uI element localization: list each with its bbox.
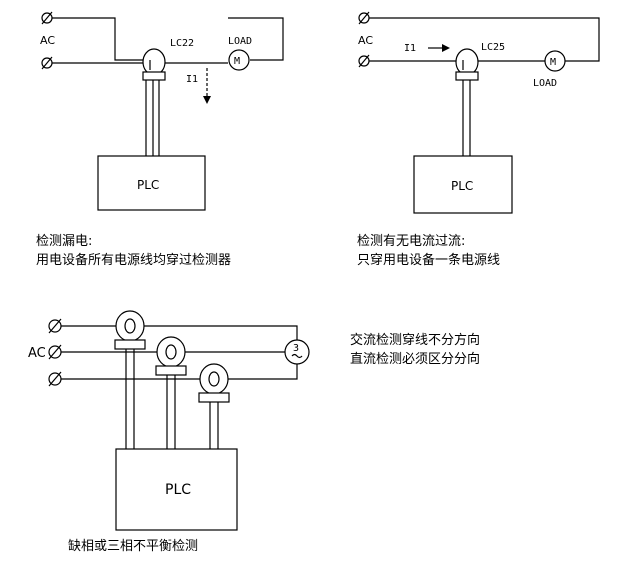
phase-wire-l1 (61, 325, 298, 341)
plc-label: PLC (165, 482, 191, 498)
current-arrow (428, 44, 450, 52)
ac-label: AC (358, 34, 373, 47)
load-label: LOAD (533, 78, 557, 89)
sensor-label: LC25 (481, 42, 505, 53)
plc-box (97, 155, 206, 211)
terminal-l3 (48, 371, 62, 387)
caption-diagram-2: 检测有无电流过流: 只穿用电设备一条电源线 (357, 232, 500, 270)
diagram-overcurrent-detection: AC I1 LC25 M LOAD PLC (358, 11, 600, 214)
ac-label: AC (28, 346, 46, 361)
wire-top (369, 17, 600, 62)
current-label: I1 (186, 74, 198, 85)
plc-label: PLC (137, 178, 159, 192)
note-line: 交流检测穿线不分方向 (350, 333, 481, 348)
terminal-l1 (48, 318, 62, 334)
terminal-2 (358, 54, 370, 68)
motor-symbol: M (234, 56, 240, 67)
caption-line: 检测有无电流过流: (357, 234, 466, 249)
leakage-current-arrow (203, 68, 211, 104)
diagram-phase-loss-detection: AC 3 (28, 310, 310, 531)
side-note: 交流检测穿线不分方向 直流检测必须区分分向 (350, 331, 480, 369)
terminal-1 (41, 11, 53, 25)
caption-line: 只穿用电设备一条电源线 (357, 253, 501, 268)
motor-load: M (544, 50, 566, 72)
wire-top (52, 17, 160, 61)
plc-box (115, 448, 238, 531)
diagram-leakage-detection: AC LC22 M LOAD I1 PLC (40, 11, 284, 211)
motor-load: M (228, 49, 250, 71)
motor-symbol: M (550, 57, 556, 68)
current-label: I1 (404, 43, 416, 54)
terminal-l2 (48, 344, 62, 360)
load-label: LOAD (228, 36, 252, 47)
caption-diagram-3: 缺相或三相不平衡检测 (68, 537, 198, 556)
terminal-2 (41, 56, 53, 70)
current-sensor-lc22 (142, 48, 166, 81)
current-sensor-lc25 (455, 48, 479, 81)
current-sensor-phase-1 (114, 310, 146, 350)
plc-box (413, 155, 513, 214)
current-sensor-phase-3 (198, 363, 230, 403)
motor-symbol: 3 (293, 343, 299, 354)
caption-line: 缺相或三相不平衡检测 (68, 539, 199, 554)
three-phase-motor: 3 (284, 339, 310, 365)
terminal-1 (358, 11, 370, 25)
caption-line: 用电设备所有电源线均穿过检测器 (36, 253, 232, 268)
ac-label: AC (40, 34, 55, 47)
sensor-label: LC22 (170, 38, 194, 49)
note-line: 直流检测必须区分分向 (350, 352, 481, 367)
phase-wire-l3 (61, 364, 298, 380)
plc-label: PLC (451, 179, 473, 193)
wire-load-return (228, 17, 284, 61)
caption-diagram-1: 检测漏电: 用电设备所有电源线均穿过检测器 (36, 232, 231, 270)
caption-line: 检测漏电: (36, 234, 93, 249)
current-sensor-phase-2 (155, 336, 187, 376)
